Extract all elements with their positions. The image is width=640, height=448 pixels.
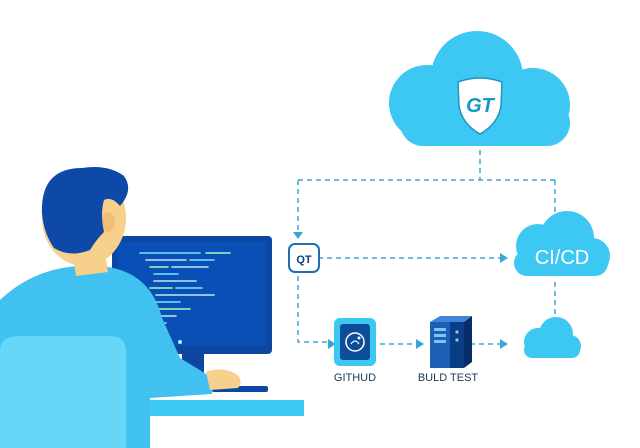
desk [110,400,304,416]
github-label: GITHUD [334,372,376,384]
person-ear [101,212,115,232]
arrowhead-to-github [328,339,336,349]
code-lines [139,252,231,324]
connector-qt-down [297,276,330,343]
chair [0,336,126,448]
github-app-icon [334,318,376,366]
arrowheads [293,232,508,349]
qt-node: QT [288,243,320,273]
cloud-icon [524,317,581,358]
arrowhead-to-qt [293,232,303,239]
shield-icon [457,77,503,135]
cloud-badge-text: GT [466,95,496,117]
person-hand [206,369,241,390]
arrowhead-to-build [416,339,424,349]
cicd-label: CI/CD [535,247,589,269]
server-build-icon [430,316,472,368]
arrowhead-to-deploy-cloud [500,339,508,349]
monitor-cursor-dot [178,340,182,344]
cicd-cloud: CI/CD [514,211,610,276]
cloud-shield-icon: GT [389,31,570,146]
person-hair [41,167,129,254]
arrowhead-to-cicd [500,253,508,263]
qt-node-box [288,243,320,273]
build-test-label: BULD TEST [418,372,479,384]
qt-node-label: QT [296,254,312,266]
